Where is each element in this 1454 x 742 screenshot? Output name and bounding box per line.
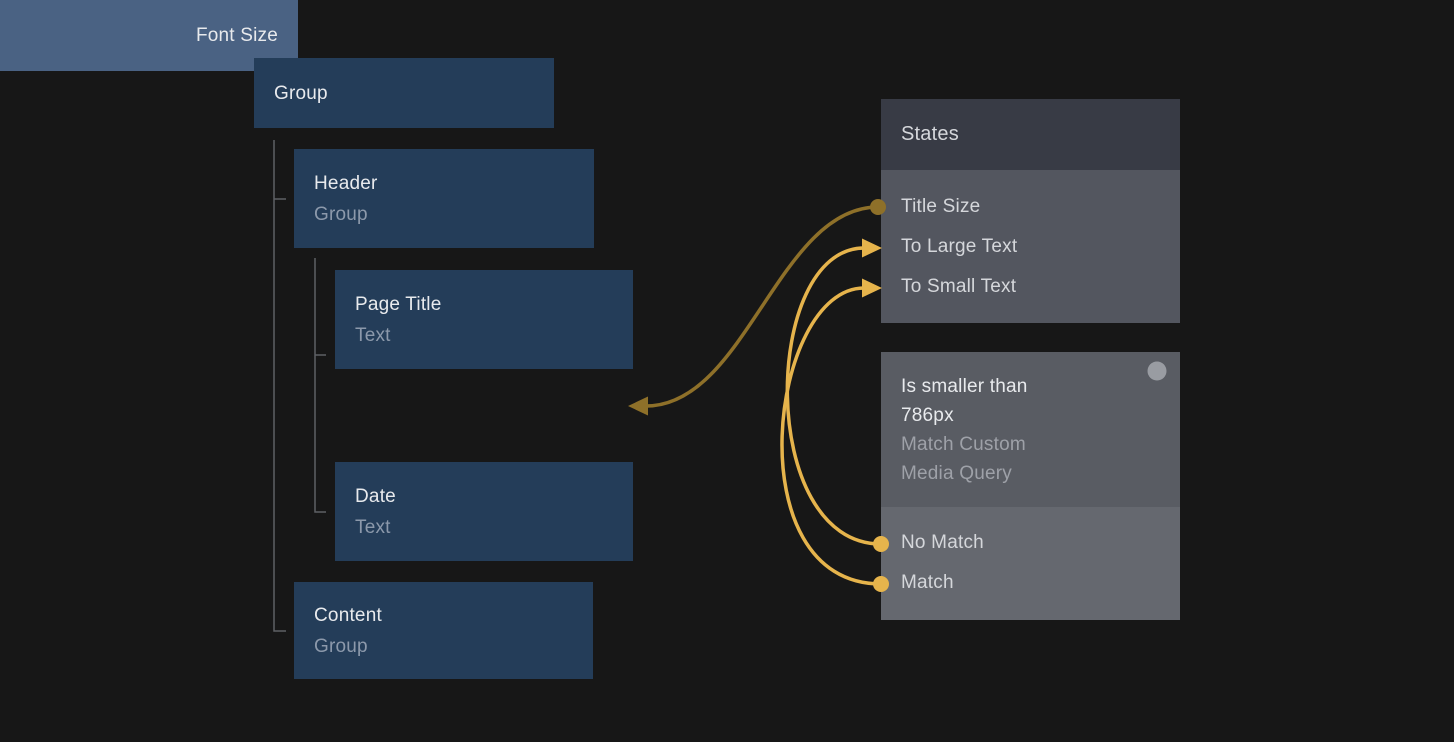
node-type-label: Text [355,516,391,538]
node-title: Date [355,485,396,507]
states-panel-header[interactable]: States [881,99,1180,170]
tree-guide-line-root [273,140,286,632]
tree-guide-line-header [314,258,326,513]
arrowhead-font-size [628,396,648,416]
node-group[interactable]: Group [254,58,554,128]
node-type-label: Group [314,635,368,657]
arrowhead-to-small-text [862,278,882,298]
media-query-panel-header[interactable]: Is smaller than 786px Match Custom Media… [881,352,1180,507]
media-query-title-line2: 786px [901,404,954,426]
arrowhead-to-large-text [862,238,882,258]
node-page-title[interactable]: Page Title Text [335,270,633,369]
media-query-panel-body: No Match Match [881,507,1180,620]
states-panel[interactable]: States Title Size To Large Text To Small… [881,99,1180,323]
node-header[interactable]: Header Group [294,149,594,248]
state-item-title-size[interactable]: Title Size [901,196,981,217]
node-title: Content [314,604,382,626]
state-item-to-small-text[interactable]: To Small Text [901,276,1017,297]
media-query-subtitle-line1: Match Custom [901,433,1026,455]
node-title: Header [314,172,378,194]
property-label: Font Size [195,24,278,46]
state-item-match[interactable]: Match [901,572,954,593]
connection-title-size-to-font-size [645,205,879,408]
states-panel-title: States [901,123,959,145]
media-query-title-line1: Is smaller than [901,375,1028,397]
state-item-to-large-text[interactable]: To Large Text [901,236,1018,257]
state-item-no-match[interactable]: No Match [901,532,984,553]
node-property-font-size[interactable]: Font Size [0,0,298,71]
states-panel-body: Title Size To Large Text To Small Text [881,170,1180,323]
connection-no-match-to-large-text [785,246,882,546]
media-query-subtitle-line2: Media Query [901,462,1012,484]
node-title: Group [274,82,328,104]
media-query-panel[interactable]: Is smaller than 786px Match Custom Media… [881,352,1180,620]
node-title: Page Title [355,293,442,315]
node-date[interactable]: Date Text [335,462,633,561]
node-content[interactable]: Content Group [294,582,593,679]
connection-match-to-small-text [780,286,882,586]
node-type-label: Group [314,203,368,225]
node-type-label: Text [355,324,391,346]
